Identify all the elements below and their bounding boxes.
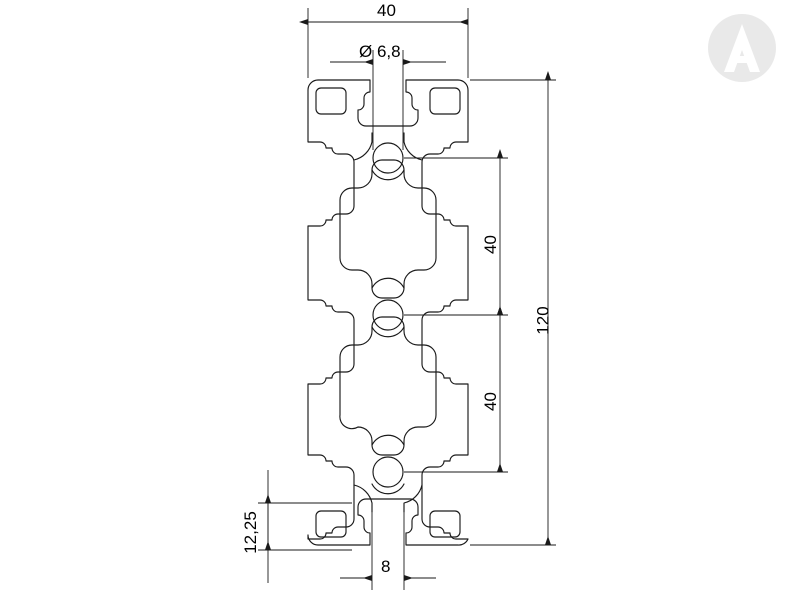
dimension-label-total-height: 120 (533, 306, 553, 335)
dimension-lines (258, 8, 556, 590)
watermark-logo (708, 14, 776, 82)
dimension-label-width-top: 40 (377, 1, 396, 20)
bore-bottom (372, 456, 404, 488)
extrusion-profile (307, 79, 469, 546)
dimension-label-edge-offset: 12,25 (240, 511, 260, 554)
bore-middle (372, 299, 404, 331)
bore-top (372, 142, 404, 174)
dimension-label-pitch-lower: 40 (480, 392, 500, 411)
dimension-label-bore-diameter: Ø 6,8 (359, 42, 401, 61)
core-bores (372, 142, 404, 488)
dimension-label-pitch-upper: 40 (480, 235, 500, 254)
dimension-label-slot-opening: 8 (381, 557, 391, 576)
